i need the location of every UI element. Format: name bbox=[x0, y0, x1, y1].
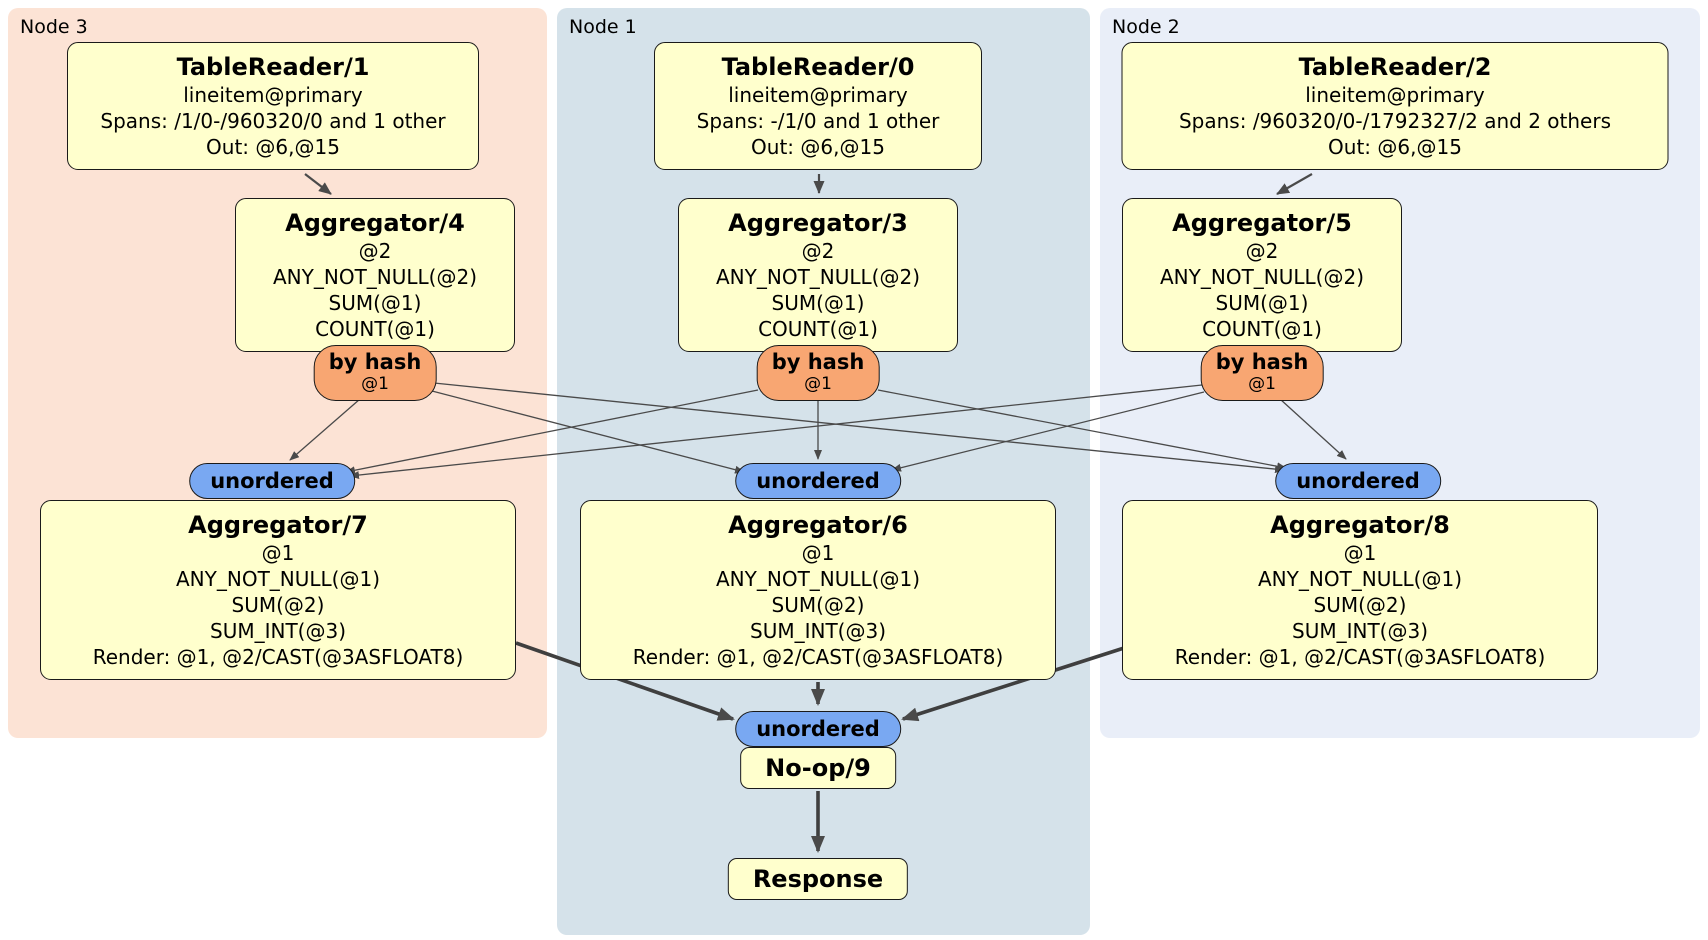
index-line: lineitem@primary bbox=[728, 83, 908, 107]
index-line: lineitem@primary bbox=[1305, 83, 1485, 107]
group-col-line: @2 bbox=[801, 239, 835, 263]
tablereader-0-box: TableReader/0 lineitem@primary Spans: -/… bbox=[654, 42, 982, 170]
fn-line: ANY_NOT_NULL(@2) bbox=[1160, 265, 1364, 289]
processor-title: Aggregator/6 bbox=[728, 511, 908, 539]
render-line: Render: @1, @2/CAST(@3ASFLOAT8) bbox=[92, 645, 464, 669]
spans-line: Spans: /1/0-/960320/0 and 1 other bbox=[100, 109, 446, 133]
processor-title: TableReader/1 bbox=[176, 53, 370, 81]
fn-line: ANY_NOT_NULL(@2) bbox=[273, 265, 477, 289]
unordered-sync-final: unordered bbox=[735, 711, 901, 747]
processor-title: TableReader/2 bbox=[1298, 53, 1492, 81]
index-line: lineitem@primary bbox=[183, 83, 363, 107]
unordered-sync-node2: unordered bbox=[1275, 463, 1441, 499]
fn-line: SUM(@2) bbox=[1313, 593, 1407, 617]
group-col-line: @1 bbox=[261, 541, 295, 565]
spans-line: Spans: -/1/0 and 1 other bbox=[696, 109, 940, 133]
processor-title: Aggregator/8 bbox=[1270, 511, 1450, 539]
fn-line: ANY_NOT_NULL(@2) bbox=[716, 265, 920, 289]
fn-line: SUM(@1) bbox=[1215, 291, 1309, 315]
unordered-sync-node1: unordered bbox=[735, 463, 901, 499]
fn-line: COUNT(@1) bbox=[1202, 317, 1322, 341]
node1-label: Node 1 bbox=[569, 16, 637, 38]
router-label: by hash bbox=[328, 350, 422, 374]
render-line: Render: @1, @2/CAST(@3ASFLOAT8) bbox=[632, 645, 1004, 669]
out-line: Out: @6,@15 bbox=[206, 135, 340, 159]
response-box: Response bbox=[727, 858, 909, 900]
group-col-line: @1 bbox=[801, 541, 835, 565]
processor-title: Aggregator/3 bbox=[728, 209, 908, 237]
aggregator-6-box: Aggregator/6 @1 ANY_NOT_NULL(@1) SUM(@2)… bbox=[580, 500, 1056, 680]
out-line: Out: @6,@15 bbox=[751, 135, 885, 159]
router-label: by hash bbox=[1215, 350, 1309, 374]
fn-line: SUM_INT(@3) bbox=[210, 619, 346, 643]
fn-line: SUM(@1) bbox=[771, 291, 865, 315]
by-hash-router-node2: by hash @1 bbox=[1200, 345, 1324, 401]
fn-line: ANY_NOT_NULL(@1) bbox=[716, 567, 920, 591]
group-col-line: @2 bbox=[1245, 239, 1279, 263]
aggregator-3-box: Aggregator/3 @2 ANY_NOT_NULL(@2) SUM(@1)… bbox=[678, 198, 958, 352]
fn-line: COUNT(@1) bbox=[758, 317, 878, 341]
unordered-sync-node3: unordered bbox=[189, 463, 355, 499]
processor-title: Aggregator/4 bbox=[285, 209, 465, 237]
tablereader-2-box: TableReader/2 lineitem@primary Spans: /9… bbox=[1121, 42, 1669, 170]
node2-label: Node 2 bbox=[1112, 16, 1180, 38]
router-hash-col: @1 bbox=[804, 374, 832, 394]
out-line: Out: @6,@15 bbox=[1328, 135, 1462, 159]
fn-line: ANY_NOT_NULL(@1) bbox=[1258, 567, 1462, 591]
group-col-line: @2 bbox=[358, 239, 392, 263]
by-hash-router-node1: by hash @1 bbox=[756, 345, 880, 401]
fn-line: SUM(@1) bbox=[328, 291, 422, 315]
processor-title: Aggregator/7 bbox=[188, 511, 368, 539]
processor-title: Aggregator/5 bbox=[1172, 209, 1352, 237]
aggregator-7-box: Aggregator/7 @1 ANY_NOT_NULL(@1) SUM(@2)… bbox=[40, 500, 516, 680]
by-hash-router-node3: by hash @1 bbox=[313, 345, 437, 401]
fn-line: SUM_INT(@3) bbox=[750, 619, 886, 643]
noop-box: No-op/9 bbox=[740, 747, 896, 789]
fn-line: SUM_INT(@3) bbox=[1292, 619, 1428, 643]
processor-title: TableReader/0 bbox=[721, 53, 915, 81]
fn-line: COUNT(@1) bbox=[315, 317, 435, 341]
fn-line: SUM(@2) bbox=[771, 593, 865, 617]
node3-label: Node 3 bbox=[20, 16, 88, 38]
fn-line: ANY_NOT_NULL(@1) bbox=[176, 567, 380, 591]
router-hash-col: @1 bbox=[361, 374, 389, 394]
aggregator-8-box: Aggregator/8 @1 ANY_NOT_NULL(@1) SUM(@2)… bbox=[1122, 500, 1598, 680]
router-label: by hash bbox=[771, 350, 865, 374]
render-line: Render: @1, @2/CAST(@3ASFLOAT8) bbox=[1174, 645, 1546, 669]
spans-line: Spans: /960320/0-/1792327/2 and 2 others bbox=[1178, 109, 1611, 133]
aggregator-4-box: Aggregator/4 @2 ANY_NOT_NULL(@2) SUM(@1)… bbox=[235, 198, 515, 352]
fn-line: SUM(@2) bbox=[231, 593, 325, 617]
tablereader-1-box: TableReader/1 lineitem@primary Spans: /1… bbox=[67, 42, 479, 170]
group-col-line: @1 bbox=[1343, 541, 1377, 565]
router-hash-col: @1 bbox=[1248, 374, 1276, 394]
aggregator-5-box: Aggregator/5 @2 ANY_NOT_NULL(@2) SUM(@1)… bbox=[1122, 198, 1402, 352]
